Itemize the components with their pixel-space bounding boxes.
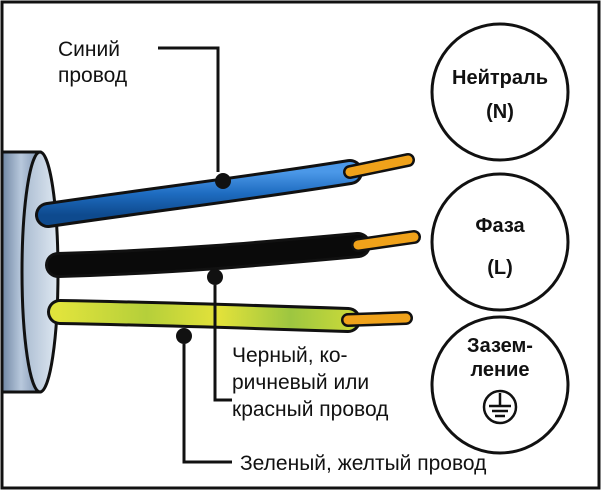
blue-wire-callout: Синий провод [58,38,231,189]
phase-terminal: Фаза (L) [430,172,570,312]
green-wire-label: Зеленый, желтый провод [240,452,486,475]
phase-label-line1: Фаза [475,215,525,237]
black-wire-label-line2: ричневый или [232,371,369,394]
ground-label-line1: Зазем- [467,335,533,357]
black-wire-label-line3: красный провод [232,398,388,421]
ground-symbol-icon [482,389,518,425]
green-wire-callout: Зеленый, желтый провод [176,328,486,475]
ground-label-line2: ление [470,359,529,381]
black-wire-label-line1: Черный, ко- [232,344,348,367]
blue-wire-label-line1: Синий [58,38,120,61]
neutral-label-line1: Нейтраль [452,67,548,89]
green-yellow-wire [47,299,413,333]
ground-terminal: Зазем- ление [430,315,570,455]
blue-wire-label-line2: провод [58,64,127,87]
blue-wire [35,153,415,228]
black-wire-callout: Черный, ко- ричневый или красный провод [207,269,388,421]
neutral-terminal: Нейтраль (N) [430,22,570,162]
phase-label-line2: (L) [487,257,513,279]
neutral-label-line2: (N) [486,101,514,123]
black-wire [45,230,421,278]
